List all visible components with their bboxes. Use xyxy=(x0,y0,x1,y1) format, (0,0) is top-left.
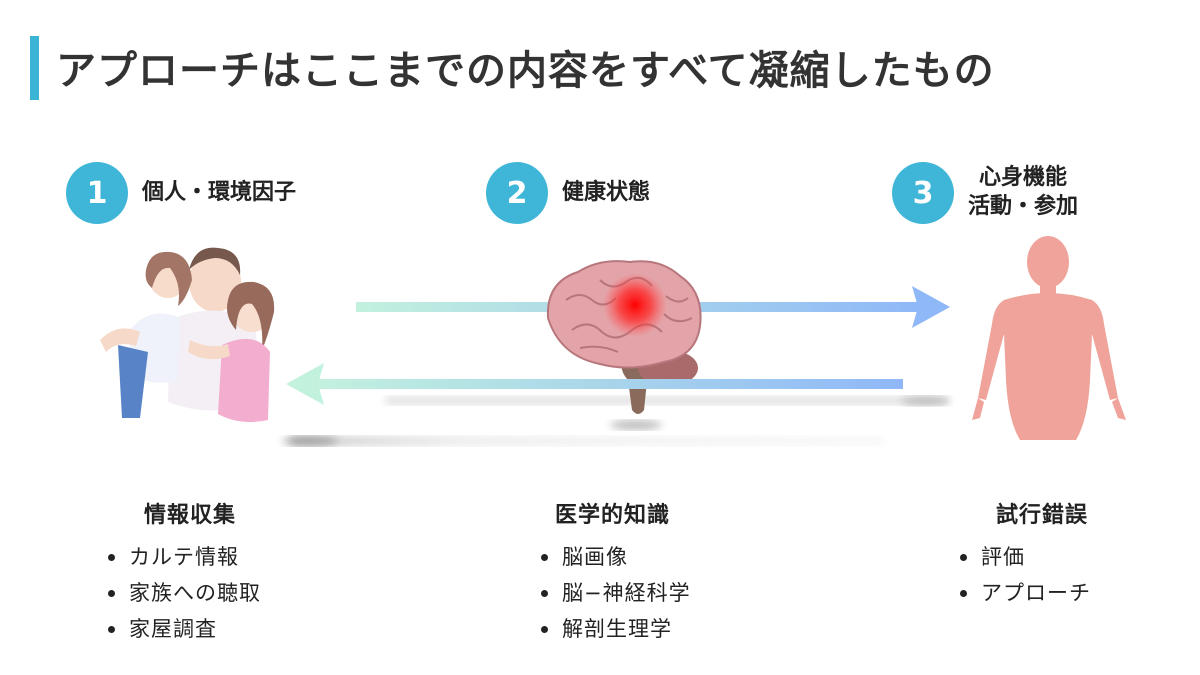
list-item-text: 家族への聴取 xyxy=(129,581,261,605)
list-item-text: 家屋調査 xyxy=(129,617,217,641)
step-body-function-activity: 3 心身機能 活動・参加 xyxy=(892,162,1078,224)
list-item: 評価 xyxy=(960,539,1091,575)
list-item-text: アプローチ xyxy=(981,581,1091,605)
step-label-line: 活動・参加 xyxy=(968,194,1079,219)
step-number-badge: 1 xyxy=(66,162,128,224)
list-item-text: カルテ情報 xyxy=(129,545,239,569)
column-information-gathering: 情報収集 カルテ情報 家族への聴取 家屋調査 xyxy=(108,497,261,647)
bullet-icon xyxy=(108,553,115,561)
list-item: カルテ情報 xyxy=(108,539,261,575)
list-item: 家族への聴取 xyxy=(108,575,261,611)
bullet-icon xyxy=(960,553,967,561)
bullet-list: 脳画像 脳−神経科学 解剖生理学 xyxy=(541,539,691,647)
title-accent-bar xyxy=(30,36,39,100)
page-title: アプローチはここまでの内容をすべて凝縮したもの xyxy=(56,48,995,94)
bullet-icon xyxy=(960,589,967,597)
bullet-list: カルテ情報 家族への聴取 家屋調査 xyxy=(108,539,261,647)
bullet-icon xyxy=(108,589,115,597)
column-trial-and-error: 試行錯誤 評価 アプローチ xyxy=(960,497,1091,611)
step-label-line: 心身機能 xyxy=(979,165,1068,191)
brain-illustration xyxy=(546,260,702,414)
list-item: 家屋調査 xyxy=(108,611,261,647)
column-heading: 医学的知識 xyxy=(555,503,671,528)
step-personal-environmental-factors: 1 個人・環境因子 xyxy=(66,162,296,224)
bullet-icon xyxy=(541,553,548,561)
list-item-text: 脳画像 xyxy=(562,545,628,569)
family-illustration xyxy=(100,247,275,422)
column-heading: 情報収集 xyxy=(144,503,237,528)
step-label: 心身機能 活動・参加 xyxy=(968,164,1078,221)
left-arrow-icon xyxy=(286,363,903,405)
list-item-text: 評価 xyxy=(981,545,1025,569)
step-number-badge: 2 xyxy=(486,162,548,224)
human-body-illustration xyxy=(972,236,1126,440)
step-label: 個人・環境因子 xyxy=(142,179,297,205)
shadow-strips xyxy=(282,396,950,446)
column-heading: 試行錯誤 xyxy=(996,503,1089,528)
list-item: アプローチ xyxy=(960,575,1091,611)
list-item-text: 解剖生理学 xyxy=(562,617,672,641)
list-item: 解剖生理学 xyxy=(541,611,691,647)
bullet-icon xyxy=(541,589,548,597)
bullet-list: 評価 アプローチ xyxy=(960,539,1091,611)
list-item: 脳−神経科学 xyxy=(541,575,691,611)
step-label: 健康状態 xyxy=(562,179,651,205)
list-item-text: 脳−神経科学 xyxy=(562,581,691,605)
step-health-condition: 2 健康状態 xyxy=(486,162,650,224)
bullet-icon xyxy=(108,625,115,633)
step-number-badge: 3 xyxy=(892,162,954,224)
column-medical-knowledge: 医学的知識 脳画像 脳−神経科学 解剖生理学 xyxy=(541,497,691,647)
list-item: 脳画像 xyxy=(541,539,691,575)
bullet-icon xyxy=(541,625,548,633)
